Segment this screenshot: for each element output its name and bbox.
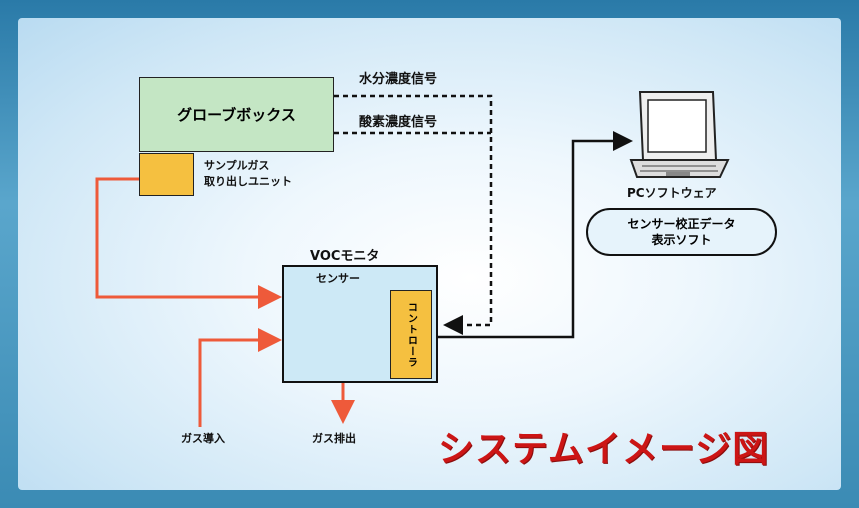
calibration-software-oval: センサー校正データ表示ソフト [586,208,777,256]
gas-in-label: ガス導入 [181,432,225,445]
diagram-title: システムイメージ図 [438,429,770,470]
sample-gas-line [95,177,282,309]
glovebox-label: グローブボックス [177,106,296,124]
gas-out-label: ガス排出 [312,432,356,445]
pc-software-label: PCソフトウェア [627,186,717,200]
controller-label: コントローラ [405,301,417,368]
pc-link-line [438,131,633,339]
gas-inlet-line [198,328,282,427]
moisture-signal-label: 水分濃度信号 [359,72,438,87]
glovebox: グローブボックス [139,77,334,152]
oxygen-signal-label: 酸素濃度信号 [359,115,438,130]
sensor-label: センサー [316,272,360,285]
moisture-signal-line [334,94,493,335]
controller-box: コントローラ [390,290,432,379]
laptop-icon [629,91,730,178]
sample-unit-label: サンプルガス 取り出しユニット [204,159,292,188]
voc-monitor-title: VOCモニタ [310,249,380,264]
sample-gas-unit [139,153,194,196]
